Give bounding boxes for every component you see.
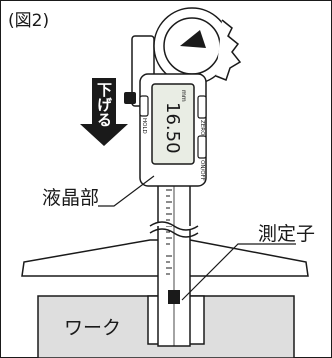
lcd-window (151, 83, 195, 165)
beam-scale (166, 189, 172, 275)
beam-break-mark (149, 221, 199, 231)
onoff-button-label: ON/OFF (199, 160, 205, 181)
probe-leader-line (181, 243, 296, 301)
down-arrow (80, 78, 128, 146)
beam-break-mark-2 (149, 228, 199, 238)
hold-button-label: HOLD (141, 118, 147, 134)
lcd-label: 液晶部 (42, 187, 99, 209)
zero-button[interactable] (197, 95, 207, 119)
figure-label: (図2) (8, 11, 49, 31)
workpiece-label: ワーク (64, 317, 121, 339)
thumb-wheel-teeth (215, 19, 242, 81)
probe-label: 測定子 (258, 223, 315, 245)
onoff-button[interactable] (197, 135, 207, 159)
locking-screw (124, 92, 136, 104)
lcd-unit: mm (180, 90, 187, 102)
lcd-leader-line (98, 175, 155, 207)
zero-button-label: ZERO (199, 120, 205, 136)
hold-button[interactable] (139, 95, 149, 117)
arrow-label: 下げる (95, 82, 113, 127)
thumb-wheel-logo (180, 30, 206, 48)
beam-logo (168, 290, 180, 304)
lcd-reading: 16.50 (162, 102, 183, 154)
